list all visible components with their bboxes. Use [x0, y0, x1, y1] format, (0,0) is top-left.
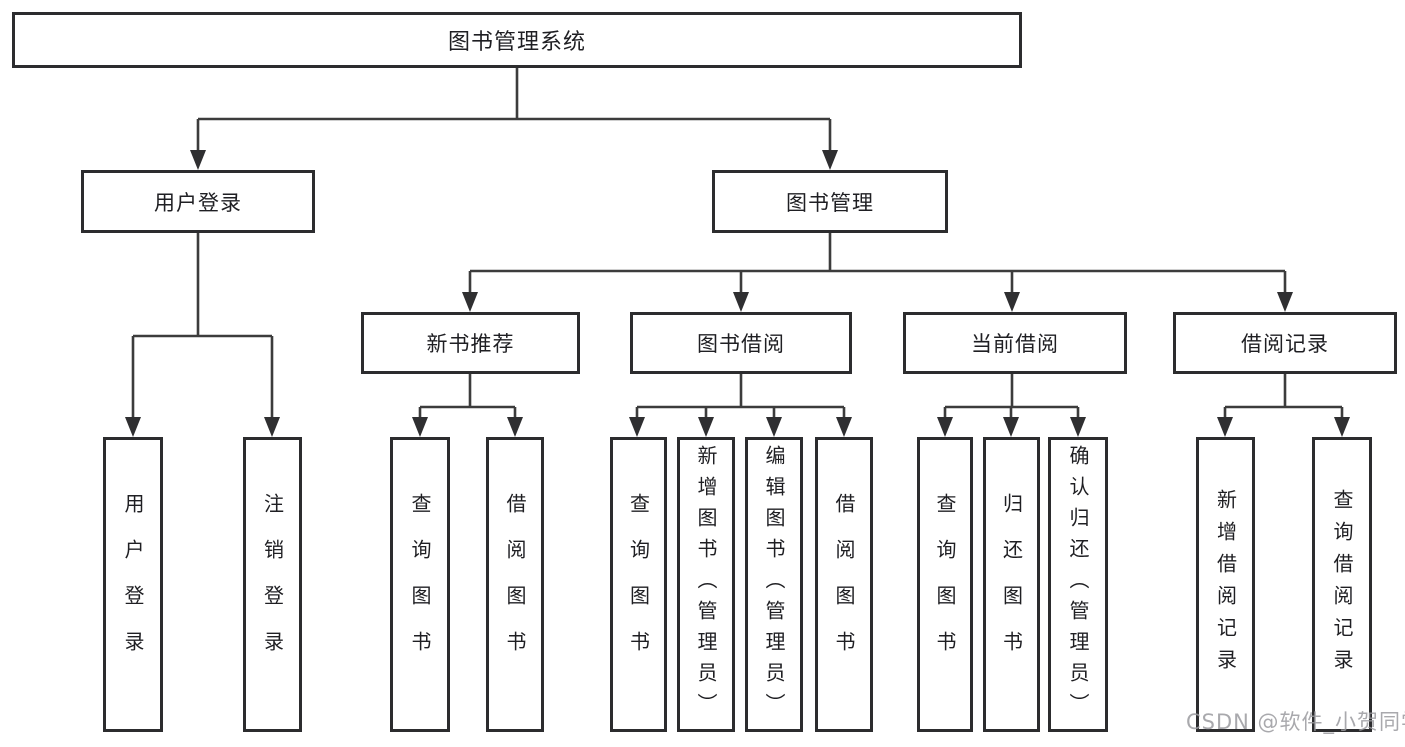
- leaf-add-books-admin: 新增图书（管理员）: [677, 437, 735, 732]
- node-book-management: 图书管理: [712, 170, 948, 233]
- leaf-add-borrow-record: 新增借阅记录: [1196, 437, 1255, 732]
- node-book-borrow: 图书借阅: [630, 312, 852, 374]
- leaf-return-books: 归还图书: [983, 437, 1040, 732]
- node-borrow-records: 借阅记录: [1173, 312, 1397, 374]
- node-user-login: 用户登录: [81, 170, 315, 233]
- csdn-watermark: CSDN @软件_小贺同学: [1186, 710, 1405, 734]
- leaf-query-books-current: 查询图书: [917, 437, 973, 732]
- leaf-logout: 注销登录: [243, 437, 302, 732]
- node-new-book-recommend: 新书推荐: [361, 312, 580, 374]
- leaf-user-login: 用户登录: [103, 437, 163, 732]
- node-current-borrow: 当前借阅: [903, 312, 1127, 374]
- leaf-confirm-return-admin: 确认归还（管理员）: [1048, 437, 1108, 732]
- leaf-borrow-books: 借阅图书: [815, 437, 873, 732]
- leaf-query-books-borrow: 查询图书: [610, 437, 667, 732]
- leaf-edit-books-admin: 编辑图书（管理员）: [745, 437, 803, 732]
- node-root-library-management-system: 图书管理系统: [12, 12, 1022, 68]
- leaf-borrow-books-recommend: 借阅图书: [486, 437, 544, 732]
- leaf-query-books-recommend: 查询图书: [390, 437, 450, 732]
- leaf-query-borrow-record: 查询借阅记录: [1312, 437, 1372, 732]
